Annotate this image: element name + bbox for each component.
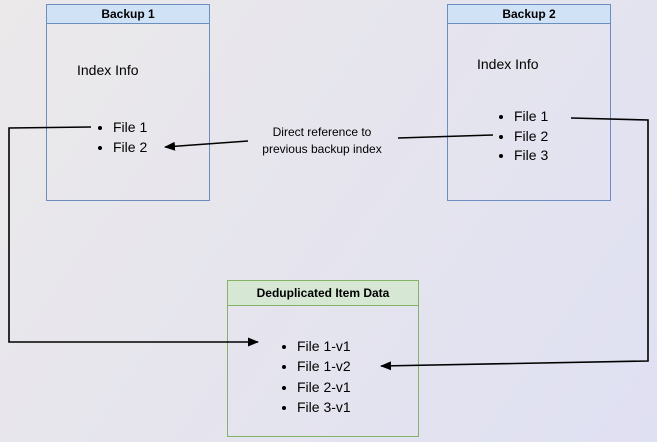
backup1-header: Backup 1 (47, 5, 209, 24)
direct-reference-label: Direct reference to previous backup inde… (212, 124, 432, 157)
backup2-box: Backup 2 Index Info File 1File 2File 3 (447, 4, 611, 201)
file-list-item: File 1 (113, 118, 147, 138)
dedup-file-list: File 1-v1File 1-v2File 2-v1File 3-v1 (283, 336, 351, 417)
direct-reference-label-line2: previous backup index (262, 141, 382, 156)
file-list-item: File 2-v1 (297, 377, 351, 397)
file-list-item: File 1 (514, 107, 548, 127)
deduplicated-item-data-box: Deduplicated Item Data File 1-v1File 1-v… (227, 280, 419, 437)
file-list-item: File 3-v1 (297, 397, 351, 417)
backup2-file-list: File 1File 2File 3 (500, 107, 548, 166)
file-list-item: File 2 (113, 138, 147, 158)
file-list-item: File 2 (514, 127, 548, 147)
backup2-index-info-label: Index Info (477, 56, 539, 72)
file-list-item: File 1-v1 (297, 336, 351, 356)
file-list-item: File 3 (514, 146, 548, 166)
backup1-index-info-label: Index Info (77, 62, 139, 78)
backup2-header: Backup 2 (448, 5, 610, 24)
file-list-item: File 1-v2 (297, 356, 351, 376)
direct-reference-label-line1: Direct reference to (272, 125, 372, 139)
dedup-header: Deduplicated Item Data (228, 281, 418, 306)
backup1-file-list: File 1File 2 (99, 118, 147, 157)
backup1-box: Backup 1 Index Info File 1File 2 (46, 4, 210, 201)
